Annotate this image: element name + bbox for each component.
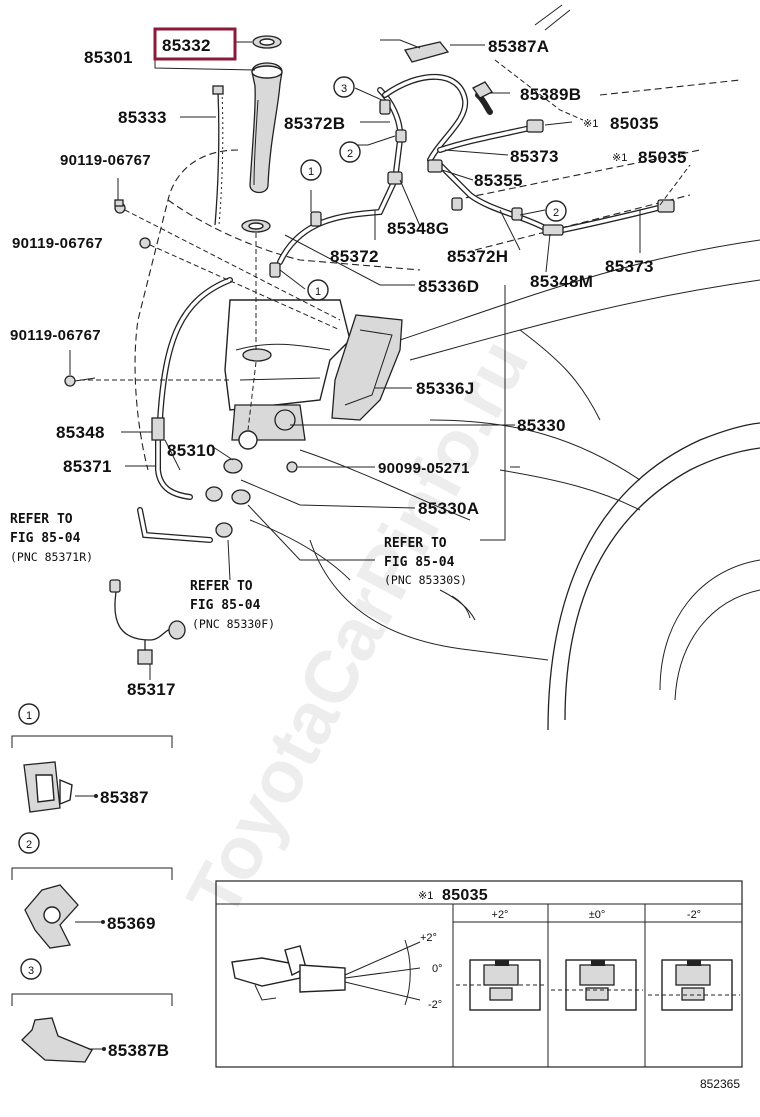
label-85389B[interactable]: 85389B [520,85,581,104]
washer-jar-support [331,314,403,421]
label-90119-b[interactable]: 90119-06767 [12,235,103,252]
label-85371[interactable]: 85371 [63,457,112,476]
vehicle-body-outline [134,4,760,731]
highlight-box [153,27,237,61]
washer-jar [224,299,351,411]
legend-3-num: 3 [28,965,34,977]
nozzle-adjust-table: ※1 85035 +2° ±0° -2° +2° 0° -2° [215,880,743,1068]
refer-3-line1: REFER TO [384,536,447,551]
level-gauge-dipstick [214,91,220,226]
refer-1-pnc: (PNC 85371R) [10,550,93,564]
label-85373-a[interactable]: 85373 [510,147,559,166]
washer-motor [223,458,243,474]
label-85310[interactable]: 85310 [167,441,216,460]
wire-harness [109,579,186,665]
label-90119-c[interactable]: 90119-06767 [10,327,101,344]
circle-callouts: 3 2 1 2 1 [300,76,567,301]
gauge-view-plus2 [456,959,546,1011]
check-valve [387,171,403,185]
washer-nozzle-right [526,119,544,133]
label-85332[interactable]: 85332 [162,36,211,55]
washer-tank-assembly [205,35,403,538]
label-85372H[interactable]: 85372H [447,247,508,266]
refer-2-line2[interactable]: FIG 85-04 [190,598,261,613]
gauge-view-zero [551,959,643,1011]
refer-3-line2[interactable]: FIG 85-04 [384,555,455,570]
label-85373-b[interactable]: 85373 [605,257,654,276]
callout-1-a: 1 [308,166,314,178]
label-85348G[interactable]: 85348G [387,219,449,238]
washer-pump-grommet [238,430,258,450]
part-labels: 85332 85301 85333 90119-06767 90119-0676… [10,27,687,699]
label-85387A[interactable]: 85387A [488,37,549,56]
table-note-mark: ※1 [418,890,433,902]
angle-label-minus2: -2° [428,999,442,1011]
label-85333[interactable]: 85333 [118,108,167,127]
table-col-plus2: +2° [492,909,509,921]
table-title-part[interactable]: 85035 [442,887,488,904]
label-85317[interactable]: 85317 [127,680,176,699]
legend: 1 85387 2 85369 3 85387B [11,703,173,1063]
legend-2-part[interactable]: 85369 [107,914,156,933]
clip-85387B-icon [21,1017,93,1063]
label-85355[interactable]: 85355 [474,171,523,190]
washer-nozzle-left [657,199,675,213]
label-85336J[interactable]: 85336J [416,379,475,398]
bolt-b [139,237,151,249]
note-mark-a: ※1 [583,118,598,130]
label-85035-b[interactable]: 85035 [638,148,687,167]
label-85348M[interactable]: 85348M [530,272,593,291]
label-85348[interactable]: 85348 [56,423,105,442]
leader-lines [69,39,691,680]
note-mark-b: ※1 [612,152,627,164]
refer-1-line1: REFER TO [10,512,73,527]
refer-2-pnc: (PNC 85330F) [192,617,275,631]
refer-notes: REFER TO FIG 85-04 (PNC 85371R) REFER TO… [10,512,467,631]
table-col-minus2: -2° [687,909,701,921]
refer-2-line1: REFER TO [190,579,253,594]
label-85372[interactable]: 85372 [330,247,379,266]
label-85301[interactable]: 85301 [84,48,133,67]
label-85336D[interactable]: 85336D [418,277,479,296]
angle-label-plus2: +2° [420,932,437,944]
callout-2-b: 2 [553,207,559,219]
filler-neck [249,62,283,194]
washer-hose-joint [151,417,165,441]
label-85330[interactable]: 85330 [517,416,566,435]
label-90099[interactable]: 90099-05271 [378,460,470,477]
fasteners [64,99,523,473]
table-col-zero: ±0° [589,909,606,921]
refer-1-line2[interactable]: FIG 85-04 [10,531,81,546]
hose-joint-h [542,224,564,236]
label-85330A[interactable]: 85330A [418,499,479,518]
label-90119-a[interactable]: 90119-06767 [60,152,151,169]
figure-number: 852365 [700,1077,740,1091]
hose-clamp-a [403,41,450,63]
legend-2-num: 2 [26,839,32,851]
label-85035-a[interactable]: 85035 [610,114,659,133]
callout-3: 3 [341,83,347,95]
refer-3-pnc: (PNC 85330S) [384,573,467,587]
legend-3-part[interactable]: 85387B [108,1041,169,1060]
label-85372B[interactable]: 85372B [284,114,345,133]
screw-90099 [286,461,298,473]
legend-1-num: 1 [26,710,32,722]
angle-label-zero: 0° [432,963,443,975]
callout-1-b: 1 [315,286,321,298]
gauge-view-minus2 [648,959,740,1011]
callout-2-a: 2 [347,148,353,160]
legend-1-part[interactable]: 85387 [100,788,149,807]
bolt-c [64,375,76,387]
